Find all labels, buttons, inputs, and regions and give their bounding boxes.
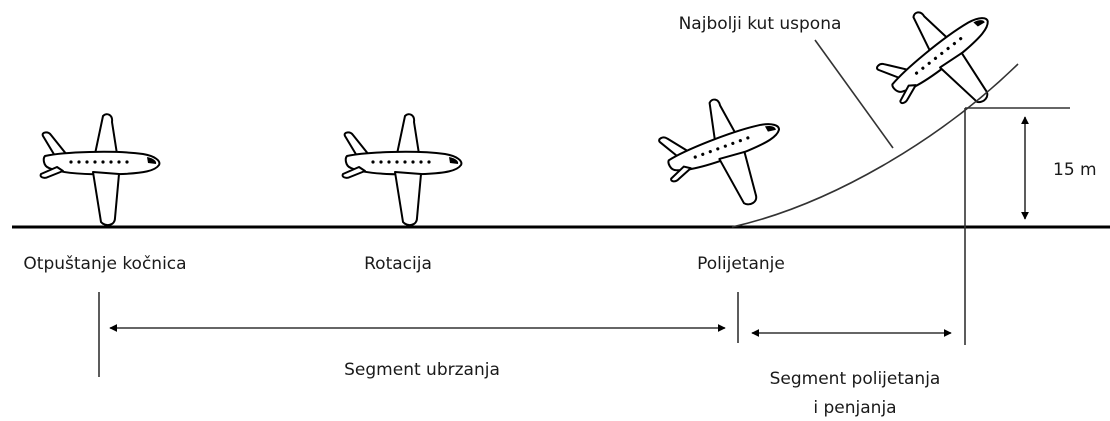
climb-path — [731, 63, 1019, 228]
airplane-rotation-icon — [341, 113, 463, 227]
best-climb-label: Najbolji kut uspona — [679, 14, 842, 34]
liftoff-label: Polijetanje — [697, 254, 785, 274]
takeoff-climb-segment-label-line2: i penjanja — [813, 398, 896, 418]
airplane-climb-icon — [862, 0, 1027, 143]
brake-release-label: Otpuštanje kočnica — [23, 254, 186, 274]
airplane-brake-release-icon — [39, 113, 161, 227]
rotation-label: Rotacija — [364, 254, 432, 274]
airplane-liftoff-icon — [649, 80, 801, 228]
height-label: 15 m — [1053, 160, 1097, 180]
takeoff-climb-segment-label-line1: Segment polijetanja — [770, 369, 941, 389]
best-climb-pointer — [814, 39, 894, 149]
acceleration-segment-label: Segment ubrzanja — [344, 360, 500, 380]
